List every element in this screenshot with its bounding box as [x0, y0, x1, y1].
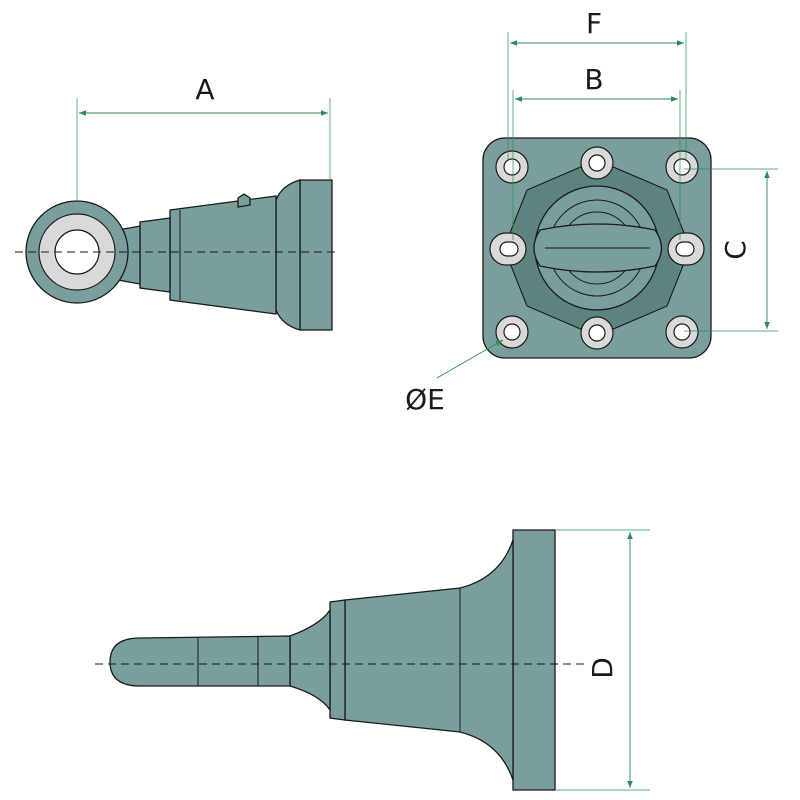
pin-view-collar	[329, 599, 346, 721]
dimension-c: C	[684, 168, 778, 332]
dimension-d-label: D	[586, 657, 619, 679]
dimension-f: F	[507, 7, 687, 160]
flange-front-view	[482, 137, 712, 359]
eye-side-view	[15, 179, 338, 331]
dimension-d: D	[555, 529, 650, 791]
dimension-f-label: F	[586, 7, 602, 40]
bolt-holes	[489, 146, 705, 350]
eye-view-flange	[299, 179, 333, 331]
dimension-a: A	[76, 73, 331, 200]
pin-view-neck	[289, 607, 331, 713]
dimension-e-label: ØE	[405, 383, 445, 416]
eye-view-neck	[139, 217, 171, 293]
eye-view-flange-fillet	[275, 179, 301, 331]
dimension-a-label: A	[195, 73, 214, 106]
dimension-e: ØE	[405, 339, 504, 416]
dimension-b: B	[512, 63, 681, 240]
dimension-b-label: B	[584, 63, 603, 96]
grease-nipple	[237, 193, 251, 208]
dimension-c-label: C	[719, 240, 752, 260]
pin-shaft	[109, 635, 291, 687]
pin-side-view	[95, 529, 585, 791]
pin-view-cone-body	[344, 539, 514, 781]
pin-view-flange	[512, 529, 556, 791]
eye-view-cone-body	[169, 195, 277, 315]
